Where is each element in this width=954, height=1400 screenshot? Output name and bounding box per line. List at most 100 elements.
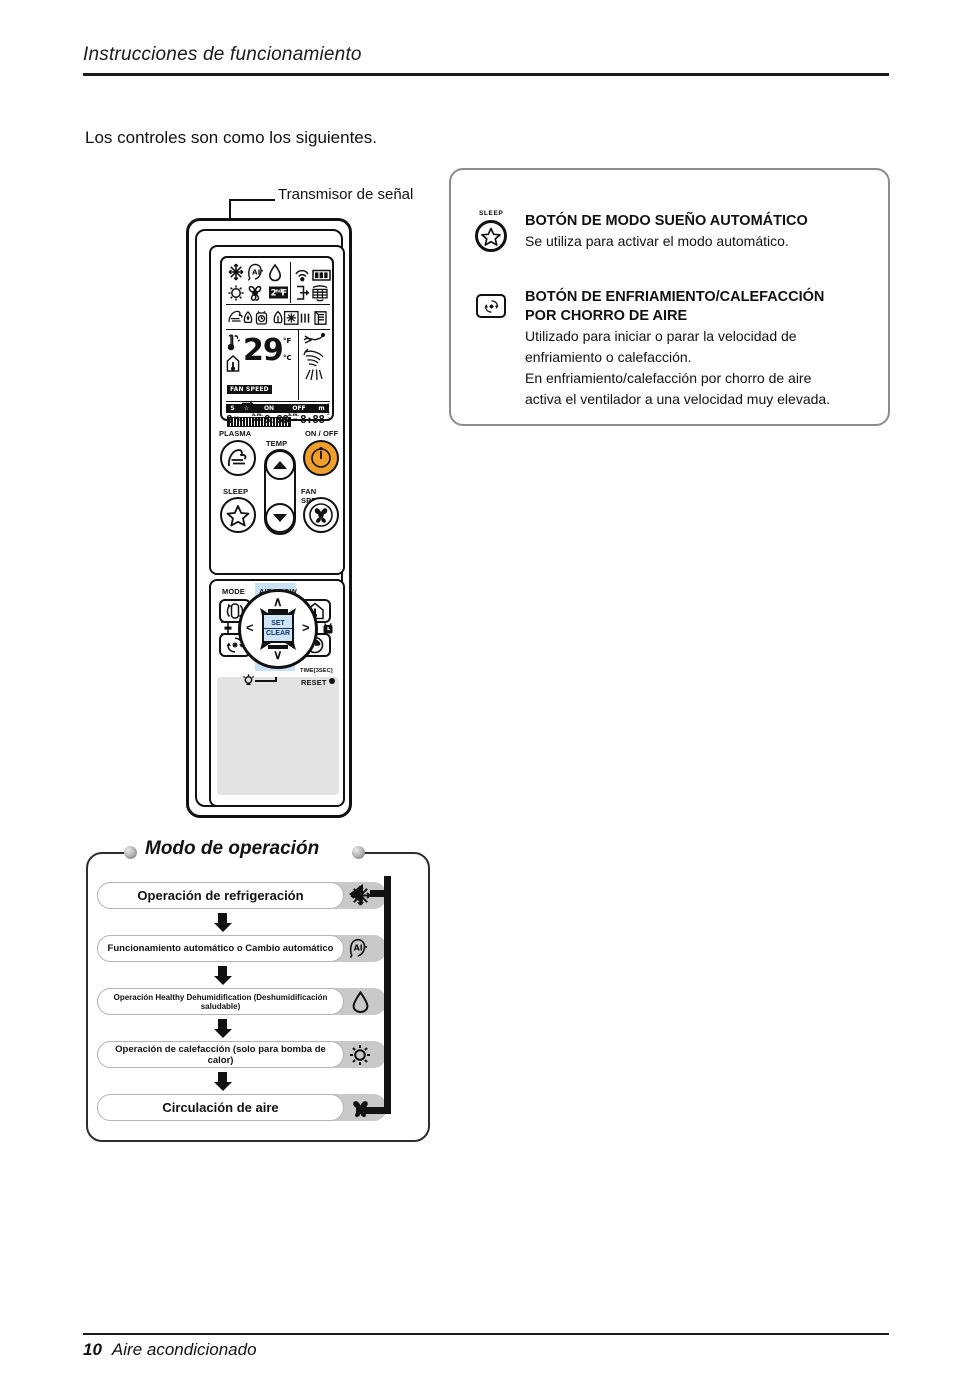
plasma-button[interactable]	[220, 440, 256, 476]
sun-icon	[350, 1044, 370, 1065]
thermometer-icon	[227, 334, 241, 351]
sleep-star-button-icon	[475, 220, 507, 252]
footer-page-number: 10	[83, 1340, 102, 1359]
dpad-up-button[interactable]: ∧	[273, 594, 283, 609]
temp-up-button[interactable]	[265, 450, 295, 480]
jet-cool-heat-icon	[484, 299, 498, 313]
lcd-timer-tag-on: ON	[254, 404, 284, 413]
footer-divider	[83, 1333, 889, 1335]
air-flow-wide-icon	[303, 348, 324, 367]
lcd-timer-hour-unit: Hr.	[234, 416, 244, 423]
mode-arrow-4-head	[213, 1082, 232, 1091]
sleep-button[interactable]	[220, 497, 256, 533]
ai-auto-icon: AI	[247, 263, 264, 281]
remote-control: AI	[186, 218, 352, 818]
mode-step-dehumidification-icon-wrap	[341, 988, 379, 1015]
remote-lower-section: MODE AIR FLOW TIME[3SEC]	[209, 579, 345, 807]
remote-lcd-display: AI	[220, 256, 334, 427]
mode-loop-arrowhead-icon	[349, 884, 363, 904]
mode-arrow-1-head	[213, 923, 232, 932]
info-panel: SLEEP BOTÓN DE MODO SUEÑO AUTOMÁTICO Se …	[449, 168, 890, 426]
dpad-left-button[interactable]: <	[246, 620, 254, 635]
dpad-right-button[interactable]: >	[302, 620, 310, 635]
info-item-sleep: BOTÓN DE MODO SUEÑO AUTOMÁTICO Se utiliz…	[525, 212, 875, 252]
mode-arrow-4-stem	[218, 1072, 227, 1083]
room-temp-icon	[226, 355, 240, 372]
filter-icon	[314, 311, 327, 325]
reset-button[interactable]	[329, 678, 335, 684]
lcd-vertical-divider-mid	[298, 330, 299, 400]
mode-step-cooling: Operación de refrigeración	[97, 882, 387, 909]
mode-arrow-3-head	[213, 1029, 232, 1038]
mode-step-heating-icon-wrap	[341, 1041, 379, 1068]
set-clear-divider	[264, 627, 292, 629]
battery-icon	[312, 269, 331, 281]
lcd-timer-tag-m: m	[314, 404, 329, 413]
light-button-leader	[255, 680, 277, 682]
power-button[interactable]	[303, 440, 339, 476]
mode-step-dehumidification: Operación Healthy Dehumidification (Desh…	[97, 988, 387, 1015]
callout-leader-line	[229, 199, 275, 201]
mode-loop-bottom	[356, 1107, 391, 1114]
mode-step-heating: Operación de calefacción (solo para bomb…	[97, 1041, 387, 1068]
lcd-timer-tag-s: S	[226, 404, 239, 413]
lcd-fan-speed-label: FAN SPEED	[227, 385, 272, 394]
jet-cool-icon	[283, 310, 299, 325]
keypad-background	[217, 677, 339, 795]
lcd-timer-group: S ☆ ON OFF m 1 8 Hr. a.m.p.m. 8:88	[226, 404, 332, 426]
fan-icon	[309, 503, 333, 527]
timer-cancel-icon	[323, 622, 333, 634]
intro-text: Los controles son como los siguientes.	[85, 128, 377, 147]
mode-step-auto-label: Funcionamiento automático o Cambio autom…	[107, 943, 334, 954]
dpad-ring	[238, 589, 318, 669]
lcd-timer-tag-off: OFF	[284, 404, 314, 413]
mode-button-label: MODE	[222, 587, 245, 596]
plasma-icon	[227, 449, 247, 467]
lcd-side-number-1: 1	[327, 404, 330, 409]
mode-step-auto-icon-wrap: AI	[341, 935, 379, 962]
timer-clock-icon	[255, 310, 268, 325]
health-icon	[243, 311, 253, 324]
set-clear-button[interactable]: SET CLEAR	[262, 613, 294, 643]
lcd-timer-tag-star: ☆	[239, 404, 254, 413]
time-button-label: TIME[3SEC]	[300, 668, 333, 674]
exit-icon	[297, 285, 310, 300]
sleep-icon-label: SLEEP	[479, 210, 504, 217]
set-label: SET	[271, 619, 285, 627]
temp-down-button[interactable]	[265, 503, 295, 533]
on-off-button-label: ON / OFF	[305, 429, 339, 438]
mode-step-air-circulation-label: Circulación de aire	[162, 1100, 279, 1115]
lcd-temperature-value: 29	[243, 333, 284, 368]
lcd-fan-speed-bar	[227, 417, 291, 427]
lcd-divider-3	[226, 401, 330, 402]
info-body-jet-line4: activa el ventilador a una velocidad muy…	[525, 391, 831, 407]
plasma-icon	[228, 310, 243, 323]
operation-mode-title-dot-right	[352, 846, 365, 859]
sun-icon	[228, 285, 244, 301]
mode-step-auto-text-wrap: Funcionamiento automático o Cambio autom…	[97, 935, 344, 962]
mode-arrow-2-head	[213, 976, 232, 985]
chevron-up-icon	[273, 461, 287, 469]
mode-step-cooling-text-wrap: Operación de refrigeración	[97, 882, 344, 909]
lcd-unit-celsius: °C	[283, 354, 292, 362]
fan-speed-button[interactable]	[303, 497, 339, 533]
mode-arrow-1-stem	[218, 913, 227, 924]
lcd-mode-icons-group: AI	[227, 262, 289, 302]
light-button-leader-tick	[275, 677, 277, 682]
transmitter-callout-label: Transmisor de señal	[278, 186, 414, 203]
room-exit-icon	[221, 621, 232, 635]
lcd-timer-on-ampm: a.m.p.m.	[252, 413, 264, 423]
mode-step-heating-label: Operación de calefacción (solo para bomb…	[115, 1043, 326, 1066]
lcd-unit-fahrenheit: °F	[283, 337, 292, 345]
callout-leader-vertical	[229, 199, 231, 225]
lcd-fan-speed-group: FAN SPEED	[227, 376, 297, 427]
lcd-timer-off-value: 8:88	[300, 413, 325, 426]
clear-label: CLEAR	[265, 629, 291, 637]
air-flow-narrow-icon	[305, 369, 323, 381]
grille-icon	[312, 285, 328, 302]
dpad-down-button[interactable]: ∨	[273, 647, 283, 662]
temp-button-label: TEMP	[266, 439, 288, 448]
info-title-jet-line2: POR CHORRO DE AIRE	[525, 308, 688, 324]
signal-icon	[295, 269, 309, 282]
